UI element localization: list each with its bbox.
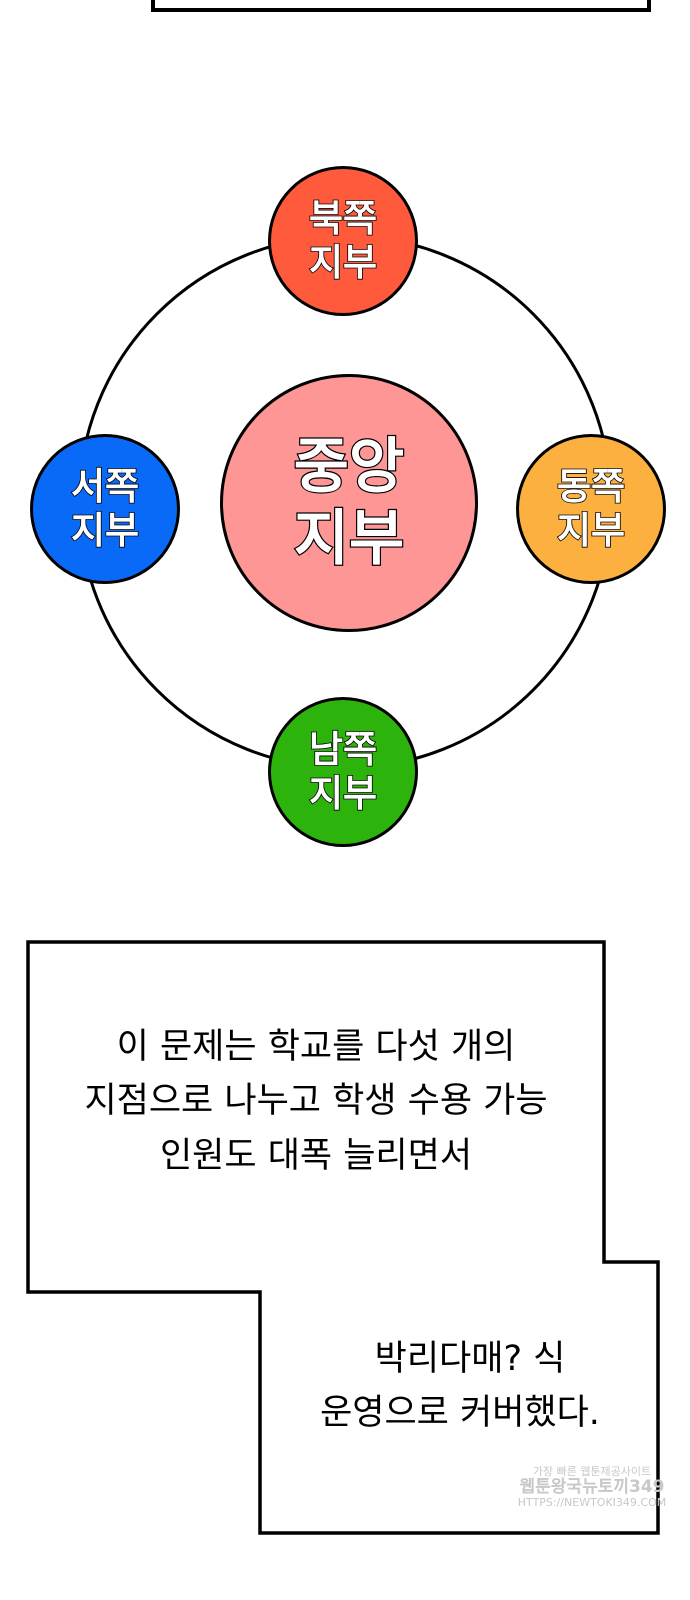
watermark-line-3: HTTPS://NEWTOKI349.COM	[517, 1495, 667, 1509]
south-branch-label-1: 남쪽	[308, 727, 378, 772]
north-branch-label-2: 지부	[308, 240, 378, 285]
site-watermark: 가장 빠른 웹툰제공사이트 웹툰왕국뉴토끼349 HTTPS://NEWTOKI…	[512, 1465, 672, 1509]
caption-text-2: 박리다매? 식 운영으로 커버했다.	[270, 1332, 650, 1441]
west-branch-node: 서쪽 지부	[30, 434, 180, 584]
center-branch-label-2: 지부	[293, 503, 406, 575]
previous-caption-box	[151, 0, 651, 12]
caption-text-1: 이 문제는 학교를 다섯 개의 지점으로 나누고 학생 수용 가능 인원도 대폭…	[28, 1020, 604, 1183]
west-branch-label-2: 지부	[70, 508, 140, 553]
caption-text-2-line-1: 박리다매? 식	[374, 1339, 566, 1379]
caption-text-2-line-2: 운영으로 커버했다.	[320, 1393, 600, 1434]
south-branch-node: 남쪽 지부	[268, 697, 418, 847]
watermark-line-2: 웹툰왕국뉴토끼349	[519, 1477, 665, 1498]
east-branch-label-2: 지부	[556, 508, 626, 553]
center-branch-node: 중앙 지부	[220, 374, 478, 632]
center-branch-label-1: 중앙	[293, 431, 406, 503]
watermark-line-1: 가장 빠른 웹툰제공사이트	[532, 1465, 652, 1478]
east-branch-node: 동쪽 지부	[516, 434, 666, 584]
east-branch-label-1: 동쪽	[556, 464, 626, 509]
caption-text-1-line-1: 이 문제는 학교를 다섯 개의	[116, 1027, 516, 1067]
north-branch-node: 북쪽 지부	[268, 166, 418, 316]
south-branch-label-2: 지부	[308, 771, 378, 816]
caption-text-1-line-3: 인원도 대폭 늘리면서	[159, 1135, 473, 1176]
caption-text-1-line-2: 지점으로 나누고 학생 수용 가능	[84, 1081, 548, 1122]
north-branch-label-1: 북쪽	[308, 196, 378, 241]
west-branch-label-1: 서쪽	[70, 464, 140, 509]
